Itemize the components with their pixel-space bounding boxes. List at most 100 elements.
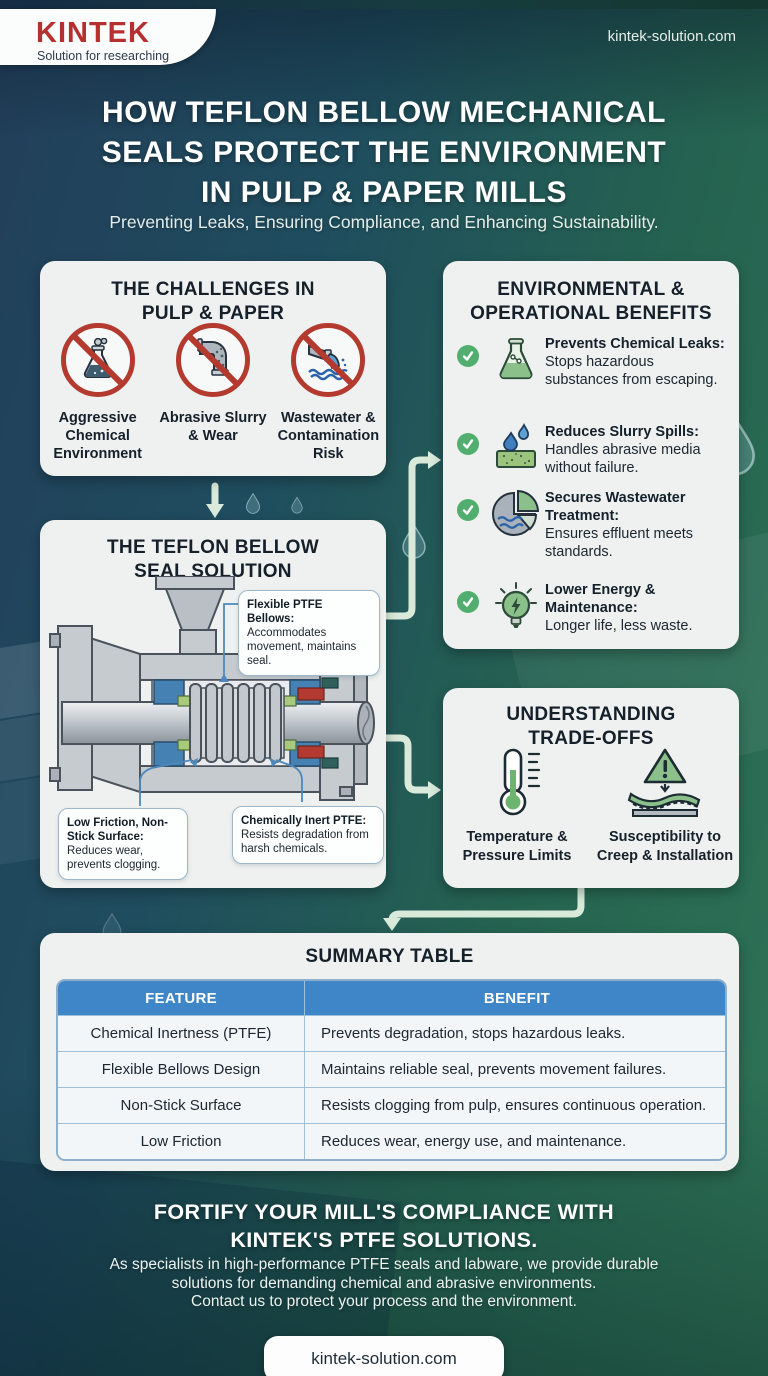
feature-cell: Low Friction bbox=[58, 1123, 304, 1159]
benefit-heading: Secures Wastewater Treatment: bbox=[545, 490, 686, 524]
challenges-card: THE CHALLENGES IN PULP & PAPER bbox=[40, 261, 386, 476]
tradeoffs-row: Temperature & Pressure Limits Susceptibi… bbox=[443, 746, 739, 866]
arrowhead-down-icon bbox=[206, 504, 224, 518]
top-strip bbox=[0, 0, 768, 9]
footer-headline-line1: FORTIFY YOUR MILL'S COMPLIANCE WITH bbox=[153, 1200, 615, 1224]
challenge-label: Wastewater & Contamination Risk bbox=[277, 410, 380, 462]
callout-heading: Low Friction, Non-Stick Surface: bbox=[67, 817, 168, 843]
benefit-item: Prevents Chemical Leaks: Stops hazardous… bbox=[457, 335, 729, 389]
table-header-row: FEATURE BENEFIT bbox=[58, 981, 725, 1015]
footer-body: As specialists in high-performance PTFE … bbox=[0, 1256, 768, 1312]
seal-elements bbox=[153, 677, 339, 769]
summary-table: FEATURE BENEFIT Chemical Inertness (PTFE… bbox=[58, 981, 725, 1159]
check-circle-icon bbox=[457, 499, 479, 521]
benefits-title: ENVIRONMENTAL & OPERATIONAL BENEFITS bbox=[443, 278, 739, 326]
water-treatment-icon bbox=[491, 489, 541, 539]
footer-body-line1: As specialists in high-performance PTFE … bbox=[109, 1256, 659, 1273]
ptfe-bellows bbox=[189, 683, 285, 763]
table-row: Chemical Inertness (PTFE) Prevents degra… bbox=[58, 1015, 725, 1051]
flow-arrow-tradeoffs-to-summary bbox=[388, 885, 585, 924]
no-abrasive-pipe-icon bbox=[175, 323, 250, 397]
benefit-body: Longer life, less waste. bbox=[545, 618, 693, 634]
challenges-title-line1: THE CHALLENGES IN bbox=[111, 279, 315, 300]
flow-arrow-solution-to-tradeoffs bbox=[382, 734, 432, 794]
benefits-title-line1: ENVIRONMENTAL & bbox=[497, 279, 685, 300]
summary-card: SUMMARY TABLE FEATURE BENEFIT Chemical I… bbox=[40, 933, 739, 1171]
tradeoff-label: Susceptibility to Creep & Installation bbox=[596, 829, 734, 864]
website-label: kintek-solution.com bbox=[311, 1349, 457, 1368]
column-header-feature: FEATURE bbox=[58, 981, 304, 1015]
tradeoff-item: Susceptibility to Creep & Installation bbox=[596, 746, 734, 866]
challenge-item: Aggressive Chemical Environment bbox=[42, 323, 154, 463]
challenge-label: Aggressive Chemical Environment bbox=[53, 410, 142, 462]
tradeoff-label: Temperature & Pressure Limits bbox=[462, 829, 572, 864]
challenge-item: Abrasive Slurry & Wear bbox=[157, 323, 269, 463]
callout-flexible-bellows: Flexible PTFE Bellows: Accommodates move… bbox=[238, 590, 380, 676]
check-circle-icon bbox=[457, 591, 479, 613]
benefit-item: Reduces Slurry Spills: Handles abrasive … bbox=[457, 423, 729, 477]
arrowhead-down-icon bbox=[383, 918, 401, 931]
table-row: Low Friction Reduces wear, energy use, a… bbox=[58, 1123, 725, 1159]
tradeoffs-title-line2: TRADE-OFFS bbox=[528, 728, 654, 749]
benefit-cell: Maintains reliable seal, prevents moveme… bbox=[304, 1051, 725, 1087]
arrowhead-right-icon bbox=[428, 451, 441, 469]
logo-panel: KINTEK Solution for researching bbox=[0, 9, 216, 65]
leader-dots bbox=[190, 674, 278, 767]
callout-body: Resists degradation from harsh chemicals… bbox=[241, 829, 369, 855]
callout-body: Reduces wear, prevents clogging. bbox=[67, 845, 161, 871]
benefit-heading: Lower Energy & Maintenance: bbox=[545, 582, 656, 616]
benefit-text: Reduces Slurry Spills: Handles abrasive … bbox=[545, 423, 729, 477]
page-title-line2: SEALS PROTECT THE ENVIRONMENT bbox=[101, 136, 667, 169]
benefits-title-line2: OPERATIONAL BENEFITS bbox=[470, 303, 712, 324]
callout-chemically-inert: Chemically Inert PTFE: Resists degradati… bbox=[232, 806, 384, 864]
arrowhead-right-icon bbox=[428, 781, 441, 799]
no-wastewater-discharge-icon bbox=[291, 323, 366, 397]
tradeoffs-card: UNDERSTANDING TRADE-OFFS Temperature & P… bbox=[443, 688, 739, 888]
summary-table-wrap: FEATURE BENEFIT Chemical Inertness (PTFE… bbox=[56, 979, 727, 1161]
solution-card: THE TEFLON BELLOW SEAL SOLUTION bbox=[40, 520, 386, 888]
feature-cell: Non-Stick Surface bbox=[58, 1087, 304, 1123]
benefit-cell: Resists clogging from pulp, ensures cont… bbox=[304, 1087, 725, 1123]
callout-body: Accommodates movement, maintains seal. bbox=[247, 627, 357, 667]
benefit-item: Lower Energy & Maintenance: Longer life,… bbox=[457, 581, 729, 635]
solution-title-line1: THE TEFLON BELLOW bbox=[107, 537, 319, 558]
tradeoffs-title-line1: UNDERSTANDING bbox=[506, 704, 676, 725]
no-chemical-flask-icon bbox=[60, 323, 135, 397]
check-circle-icon bbox=[457, 433, 479, 455]
footer-headline: FORTIFY YOUR MILL'S COMPLIANCE WITH KINT… bbox=[0, 1198, 768, 1254]
thermometer-icon bbox=[499, 748, 541, 816]
challenges-title-line2: PULP & PAPER bbox=[141, 303, 285, 324]
benefit-cell: Reduces wear, energy use, and maintenanc… bbox=[304, 1123, 725, 1159]
challenge-label: Abrasive Slurry & Wear bbox=[159, 410, 267, 444]
slurry-drops-icon bbox=[491, 423, 541, 473]
benefit-item: Secures Wastewater Treatment: Ensures ef… bbox=[457, 489, 729, 561]
benefit-text: Secures Wastewater Treatment: Ensures ef… bbox=[545, 489, 729, 561]
tradeoffs-title: UNDERSTANDING TRADE-OFFS bbox=[443, 703, 739, 751]
benefit-body: Stops hazardous substances from escaping… bbox=[545, 354, 718, 388]
challenges-icons-row: Aggressive Chemical Environment Abrasive… bbox=[40, 323, 386, 463]
creep-warning-icon bbox=[627, 748, 701, 817]
benefit-cell: Prevents degradation, stops hazardous le… bbox=[304, 1015, 725, 1051]
check-circle-icon bbox=[457, 345, 479, 367]
summary-title: SUMMARY TABLE bbox=[305, 946, 474, 967]
callout-heading: Chemically Inert PTFE: bbox=[241, 815, 367, 827]
challenge-item: Wastewater & Contamination Risk bbox=[272, 323, 384, 463]
tradeoff-item: Temperature & Pressure Limits bbox=[448, 746, 586, 866]
flow-arrow-solution-to-benefits bbox=[382, 456, 432, 620]
challenges-title: THE CHALLENGES IN PULP & PAPER bbox=[40, 278, 386, 326]
brand-tagline: Solution for researching bbox=[37, 49, 170, 63]
feature-cell: Flexible Bellows Design bbox=[58, 1051, 304, 1087]
benefit-text: Lower Energy & Maintenance: Longer life,… bbox=[545, 581, 729, 635]
website-link-bottom[interactable]: kintek-solution.com bbox=[264, 1336, 504, 1376]
page-subtitle: Preventing Leaks, Ensuring Compliance, a… bbox=[109, 212, 659, 232]
column-header-benefit: BENEFIT bbox=[304, 981, 725, 1015]
table-row: Flexible Bellows Design Maintains reliab… bbox=[58, 1051, 725, 1087]
footer-body-line2: solutions for demanding chemical and abr… bbox=[171, 1274, 597, 1292]
brand-logo: KINTEK bbox=[36, 17, 150, 49]
website-link-top[interactable]: kintek-solution.com bbox=[607, 28, 736, 45]
droplet-icon bbox=[245, 492, 261, 514]
droplet-icon bbox=[291, 496, 303, 514]
footer-body-line3: Contact us to protect your process and t… bbox=[191, 1293, 577, 1310]
callout-low-friction: Low Friction, Non-Stick Surface: Reduces… bbox=[58, 808, 188, 880]
